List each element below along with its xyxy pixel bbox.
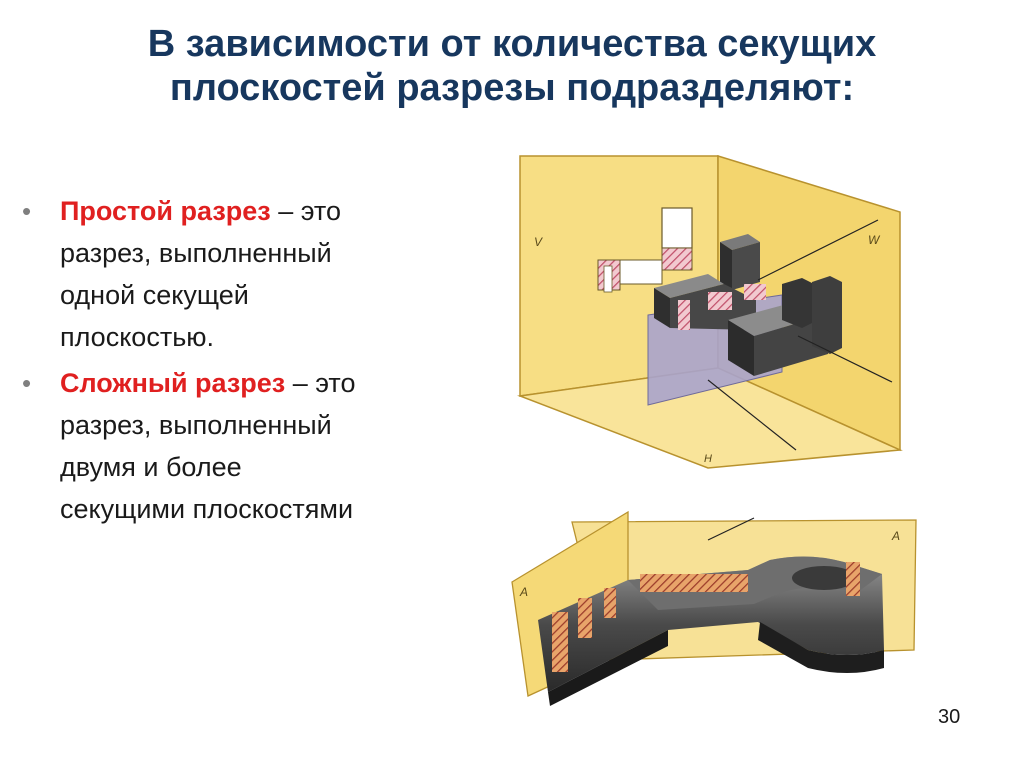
title-line-2: плоскостей разрезы подразделяют: <box>169 67 855 109</box>
page-number: 30 <box>938 706 961 728</box>
part-body <box>538 556 884 706</box>
label-v: V <box>534 235 543 249</box>
stepped-section-drawing: A A <box>511 510 917 706</box>
bullet-text: – это разрез, выполненный двумя и более … <box>60 368 356 524</box>
bullet-simple-section: • Простой разрез – это разрез, выполненн… <box>22 190 362 358</box>
projection-planes-drawing: V W H <box>517 154 903 469</box>
complex-section-illustration: A A <box>508 500 918 710</box>
simple-section-illustration: V W H <box>512 150 904 470</box>
label-w: W <box>868 233 881 247</box>
label-h: H <box>704 453 712 465</box>
bullet-marker: • <box>22 368 32 398</box>
bullet-term: Простой разрез <box>60 196 271 226</box>
label-a-left: A <box>519 585 528 599</box>
part-body <box>654 234 842 376</box>
slide-title: В зависимости от количества секущих плос… <box>40 22 984 110</box>
bullet-term: Сложный разрез <box>60 368 286 398</box>
label-a-right: A <box>891 529 900 543</box>
bullet-complex-section: • Сложный разрез – это разрез, выполненн… <box>22 362 362 530</box>
bullet-list: • Простой разрез – это разрез, выполненн… <box>22 190 362 534</box>
title-line-1: В зависимости от количества секущих <box>147 23 877 65</box>
bullet-marker: • <box>22 196 32 226</box>
bullet-text: – это разрез, выполненный одной секущей … <box>60 196 341 352</box>
